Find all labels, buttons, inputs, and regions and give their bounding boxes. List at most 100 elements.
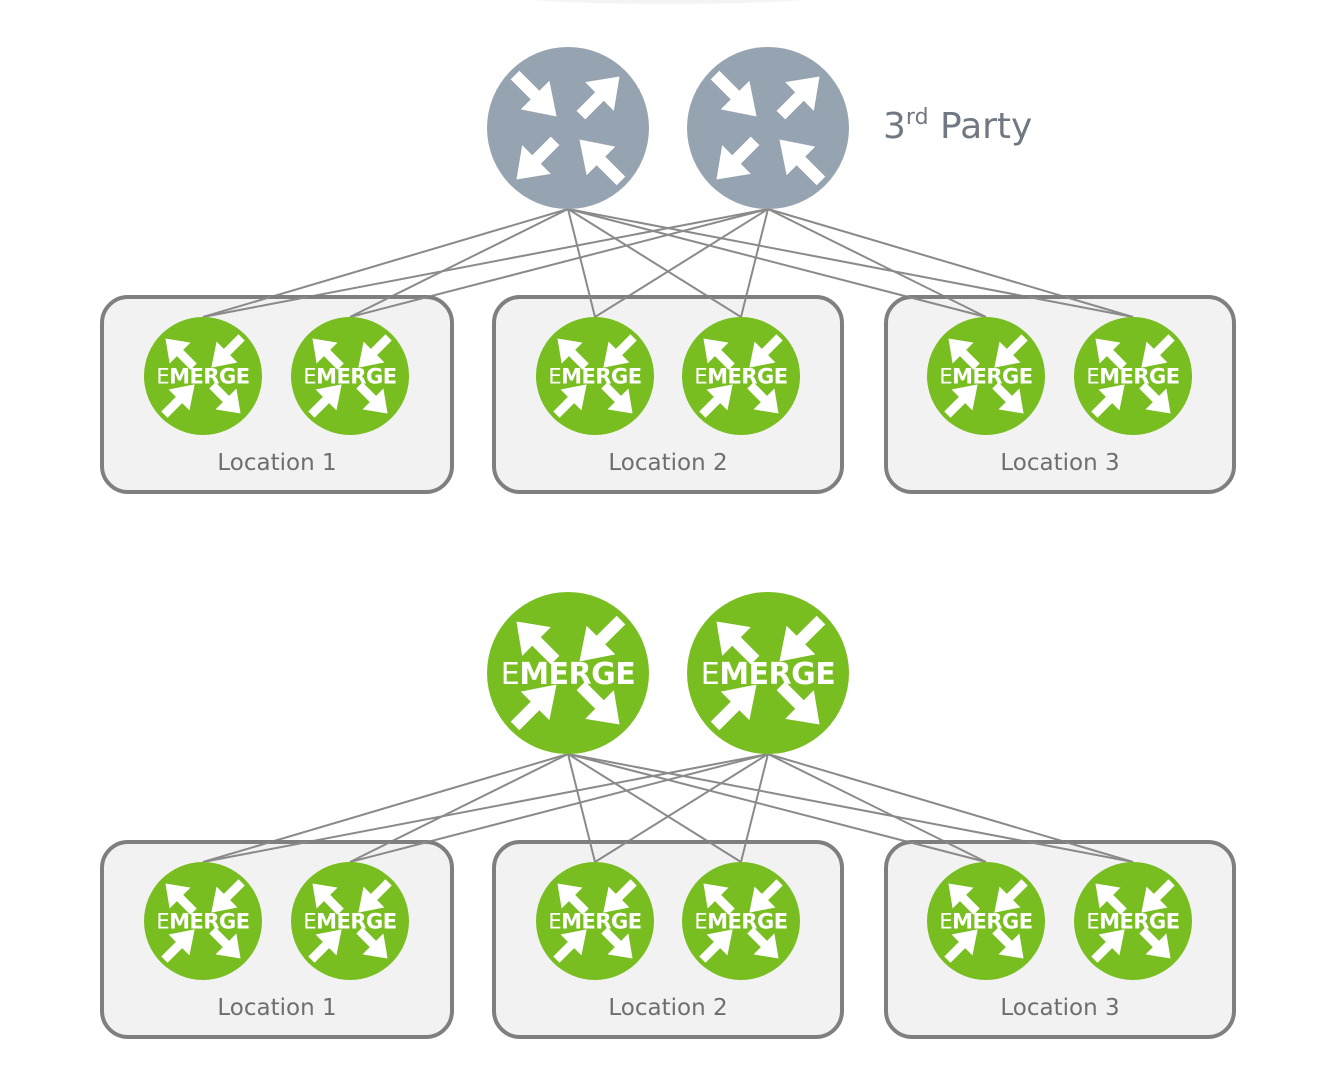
site-router-emerge: EMERGE: [144, 317, 262, 435]
arrow-glyph: [510, 70, 557, 117]
emerge-logo-text: EMERGE: [1086, 910, 1179, 934]
uplink-line: [1065, 296, 1134, 318]
uplink-line: [589, 841, 596, 863]
uplink-lines-inner: [202, 296, 1134, 318]
arrow-glyph: [161, 929, 195, 963]
arrow-glyph: [776, 681, 820, 725]
arrow-glyph: [312, 338, 344, 370]
arrow-glyph: [211, 879, 245, 913]
arrow-glyph: [579, 139, 626, 186]
arrow-glyph: [992, 382, 1024, 414]
uplink-line: [349, 841, 428, 863]
uplink-lines-inner: [202, 841, 1134, 863]
arrow-glyph: [358, 334, 392, 368]
arrow-glyph: [1139, 927, 1171, 959]
site-router-emerge: EMERGE: [1074, 317, 1192, 435]
emerge-logo-text: EMERGE: [548, 365, 641, 389]
emerge-logo-text: EMERGE: [694, 365, 787, 389]
uplink-line: [708, 841, 742, 863]
arrow-glyph: [1141, 334, 1175, 368]
arrow-glyph: [308, 929, 342, 963]
emerge-logo-text: EMERGE: [548, 910, 641, 934]
location-label: Location 3: [1000, 995, 1119, 1021]
uplink-line: [740, 296, 747, 318]
arrow-glyph: [747, 382, 779, 414]
location-label: Location 1: [217, 450, 336, 476]
uplink-line: [202, 841, 271, 863]
arrow-glyph: [165, 883, 197, 915]
router-circle: [487, 47, 649, 209]
arrow-glyph: [356, 382, 388, 414]
uplink-line: [945, 296, 987, 318]
arrow-glyph: [944, 929, 978, 963]
uplink-line: [349, 841, 391, 863]
arrow-glyph: [1095, 338, 1127, 370]
emerge-logo-text: EMERGE: [701, 657, 836, 692]
arrow-glyph: [776, 76, 820, 120]
uplink-line: [908, 296, 987, 318]
arrow-glyph: [994, 334, 1028, 368]
arrow-glyph: [1139, 382, 1171, 414]
arrow-glyph: [1141, 879, 1175, 913]
core-router-third-party: [487, 47, 649, 209]
router-circle: [687, 47, 849, 209]
arrow-glyph: [749, 334, 783, 368]
diagram-bottom: Location 1 Location 2 Location 3 EMERGE EMER…: [100, 592, 1236, 1039]
location-label: Location 2: [608, 995, 727, 1021]
top-shadow: [532, 0, 804, 4]
uplink-line: [202, 296, 271, 318]
arrow-glyph: [553, 929, 587, 963]
emerge-logo-text: EMERGE: [303, 365, 396, 389]
arrow-glyph: [312, 883, 344, 915]
arrow-glyph: [601, 927, 633, 959]
uplink-line: [908, 841, 987, 863]
arrow-glyph: [747, 927, 779, 959]
arrow-glyph: [557, 338, 589, 370]
arrow-glyph: [579, 615, 626, 662]
arrow-glyph: [209, 927, 241, 959]
arrow-glyph: [308, 384, 342, 418]
arrow-glyph: [211, 334, 245, 368]
core-router-emerge: EMERGE: [487, 592, 649, 754]
uplink-line: [349, 296, 428, 318]
arrow-glyph: [1091, 384, 1125, 418]
location-label: Location 1: [217, 995, 336, 1021]
location-label: Location 2: [608, 450, 727, 476]
uplink-line: [1065, 841, 1134, 863]
uplink-line: [594, 296, 628, 318]
arrow-glyph: [948, 883, 980, 915]
site-router-emerge: EMERGE: [144, 862, 262, 980]
uplink-line: [1028, 841, 1134, 863]
emerge-logo-text: EMERGE: [939, 910, 1032, 934]
site-router-emerge: EMERGE: [682, 317, 800, 435]
uplink-line: [945, 841, 987, 863]
arrow-glyph: [576, 76, 620, 120]
arrow-glyph: [944, 384, 978, 418]
arrow-glyph: [716, 621, 760, 665]
arrow-glyph: [601, 382, 633, 414]
arrow-glyph: [948, 338, 980, 370]
arrow-glyph: [699, 384, 733, 418]
location-label: Location 3: [1000, 450, 1119, 476]
site-router-emerge: EMERGE: [536, 862, 654, 980]
emerge-logo-text: EMERGE: [501, 657, 636, 692]
arrow-glyph: [1095, 883, 1127, 915]
uplink-lines: [202, 208, 1134, 318]
uplink-line: [740, 841, 747, 863]
arrow-glyph: [516, 621, 560, 665]
arrow-glyph: [703, 883, 735, 915]
arrow-glyph: [165, 338, 197, 370]
arrow-glyph: [603, 334, 637, 368]
uplink-line: [349, 296, 391, 318]
arrow-glyph: [994, 879, 1028, 913]
emerge-logo-text: EMERGE: [156, 365, 249, 389]
uplink-line: [594, 841, 628, 863]
site-router-emerge: EMERGE: [927, 317, 1045, 435]
arrow-glyph: [510, 684, 557, 731]
core-router-third-party: [687, 47, 849, 209]
site-router-emerge: EMERGE: [291, 317, 409, 435]
site-router-emerge: EMERGE: [291, 862, 409, 980]
arrow-glyph: [557, 883, 589, 915]
emerge-logo-text: EMERGE: [939, 365, 1032, 389]
emerge-logo-text: EMERGE: [303, 910, 396, 934]
